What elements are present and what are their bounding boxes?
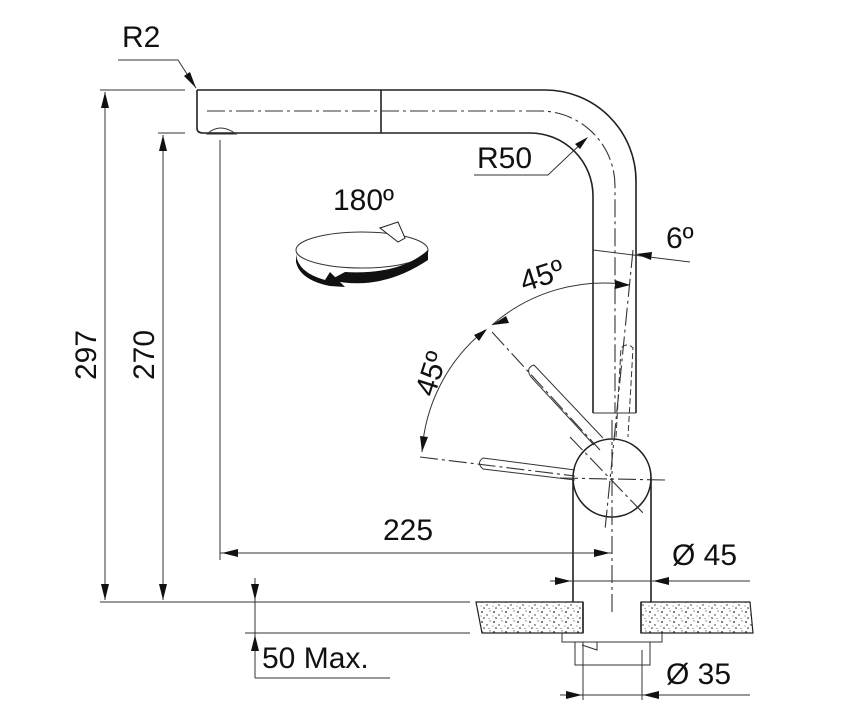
label-d45: Ø 45 [672,539,737,572]
extension-lines [100,89,470,634]
label-297: 297 [70,330,103,380]
label-50-max: 50 Max. [262,642,369,675]
dimension-225 [220,549,612,557]
leader-r2 [118,59,197,89]
lever-positions [419,331,634,481]
dimension-270 [159,135,167,600]
label-45-lower: 45º [409,348,454,400]
rotation-arrow-icon [295,221,429,287]
dimension-d45 [550,577,750,585]
angle-arcs-45 [420,280,631,453]
dimension-d35 [560,691,750,699]
leader-r50 [474,137,588,176]
countertop [475,601,754,700]
label-r2: R2 [122,21,160,54]
spout [196,89,637,414]
label-6: 6º [666,222,694,255]
label-225: 225 [383,514,433,547]
dimension-50max [251,578,390,679]
faucet-body [559,249,666,615]
label-d35: Ø 35 [666,658,731,691]
dimension-297 [101,92,109,600]
label-r50: R50 [477,142,532,175]
label-180: 180º [333,184,394,217]
label-270: 270 [128,330,161,380]
label-45-upper: 45º [516,254,568,299]
angle-6 [592,249,691,263]
